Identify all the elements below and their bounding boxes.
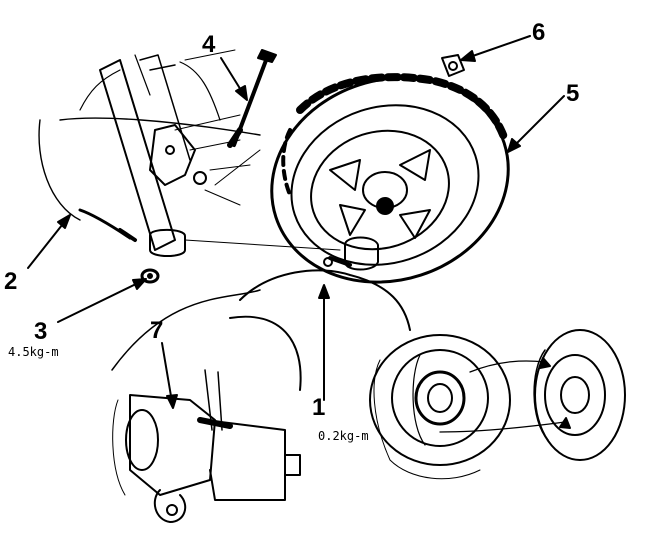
callout-7: 7 bbox=[150, 317, 164, 344]
leader-arrows bbox=[27, 35, 565, 409]
callout-5: 5 bbox=[566, 80, 580, 107]
hub-detail-drawing bbox=[239, 269, 626, 480]
front-wheel-drawing bbox=[270, 73, 510, 284]
torque-spec-fork-nut: 4.5kg-m bbox=[8, 345, 59, 359]
callout-3: 3 bbox=[34, 318, 48, 345]
front-fork-drawing bbox=[38, 54, 261, 257]
callout-6: 6 bbox=[532, 19, 546, 46]
axle-guide-line bbox=[184, 239, 341, 251]
washer-drawing bbox=[140, 268, 160, 284]
cap-nut-drawing bbox=[441, 54, 465, 77]
knuckle-detail-drawing bbox=[111, 289, 302, 523]
torque-spec-axle-nut: 0.2kg-m bbox=[318, 429, 369, 443]
callout-2: 2 bbox=[4, 268, 18, 295]
axle-bolt-drawing bbox=[179, 49, 277, 148]
callout-4: 4 bbox=[202, 31, 216, 58]
callout-1: 1 bbox=[312, 394, 326, 421]
